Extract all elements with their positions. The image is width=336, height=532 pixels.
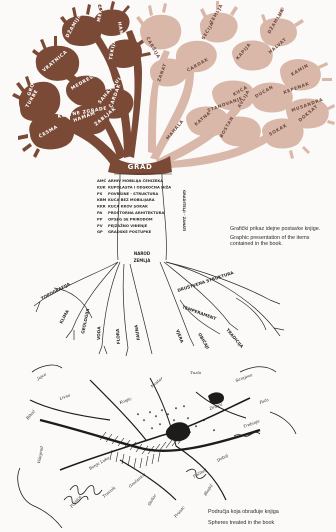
caption-bottom-bs: Područja koja obrađuje knjiga	[208, 509, 332, 516]
map-place-label: Doboj	[215, 452, 229, 463]
map-place-label: Bihać	[24, 408, 36, 421]
root-left-label: VODA	[96, 326, 101, 340]
roots	[34, 262, 284, 356]
center-list-code: PA	[97, 211, 102, 215]
center-list-text: PEJZAŽNO VIĐENJE	[108, 223, 148, 228]
root-right-label: TRADICIJA	[225, 327, 245, 349]
center-list-code: PS	[97, 192, 103, 196]
map-dark-region	[166, 422, 190, 441]
center-list-text: POVRŠINE - STRUKTURA	[108, 191, 158, 196]
center-list-text: PROSTORNA ARHITEKTURA	[108, 211, 164, 215]
root-left-label: TOPOGRAFIJA	[40, 281, 71, 301]
center-list-code: KBM	[97, 198, 107, 202]
vertical-note: GRADITELJI - ZANATI	[182, 190, 186, 231]
caption-top-bs: Grafički prikaz idejne postavke knjige.	[230, 226, 330, 233]
map-place-label: Višegrad	[36, 445, 44, 464]
root-right-label: TEMPERAMENT	[182, 304, 217, 321]
map-place-label: Gračanica	[127, 471, 146, 488]
center-list-code: PV	[97, 224, 103, 228]
root-right-label: OBIČAJI	[197, 332, 210, 350]
origin-label-2: ZEMLJA	[134, 258, 152, 263]
trunk-label: GRAD	[128, 163, 153, 171]
map-place-label: Sarajevo	[235, 372, 254, 383]
caption-top-en: Graphic presentation of the items contai…	[230, 235, 330, 248]
center-list-code: PP	[97, 217, 103, 221]
center-list-text: GRADSKE POSTUPKE	[108, 230, 152, 234]
root-left-label: GEOLOGIJA	[80, 307, 90, 334]
root-left-label: FLORA	[115, 328, 121, 344]
map-place-label: Livno	[58, 392, 72, 401]
map-place-label: Konjic	[118, 396, 133, 406]
map-place-label: Blagaj	[202, 482, 214, 497]
caption-top: Grafički prikaz idejne postavke knjige. …	[230, 226, 330, 248]
map-place-label: Zenica	[208, 401, 224, 411]
map-place-label: Stolac	[147, 492, 158, 506]
root-left-label: KLIMA	[58, 308, 70, 324]
map-place-label: Tuzla	[190, 370, 202, 375]
center-list-text: KUĆA BEZ MOBILIJARA	[108, 197, 155, 202]
center-list-text: OPSEG SE PRIRODOM	[108, 217, 153, 221]
map-place-label: Mostar	[149, 375, 165, 389]
map-place-label: Banja Luka	[87, 455, 111, 472]
center-list-text: KUĆA KROV SOKAK	[108, 204, 148, 209]
center-list-code: AMČ	[97, 178, 107, 183]
root-right-label: VJERA	[175, 329, 185, 345]
map-place-label: Počitelj	[191, 467, 208, 480]
center-list-text: KUPOLASTA I ODSKOČNA HIŽA	[108, 184, 171, 189]
map-place-label: Trebinje	[243, 418, 261, 429]
map-place-label: Travnik	[101, 485, 117, 499]
map-place-label: Jajce	[35, 371, 47, 381]
center-list-code: GP	[97, 230, 103, 234]
center-list-code: KKR	[97, 205, 106, 209]
root-left-label: FAUNA	[133, 324, 141, 341]
center-list-text: ARHIV MOBILIJA ČEHIZEKA	[108, 178, 163, 183]
caption-bottom: Područja koja obrađuje knjiga Spheres tr…	[208, 509, 332, 526]
map-sketch	[18, 365, 296, 528]
caption-bottom-en: Spheres treated in the book	[208, 520, 332, 527]
map-place-label: Foča	[258, 397, 270, 406]
center-list-code: KUK	[97, 185, 106, 189]
map-place-label: Prusac	[172, 504, 186, 519]
origin-label-1: NAROD	[134, 251, 151, 256]
